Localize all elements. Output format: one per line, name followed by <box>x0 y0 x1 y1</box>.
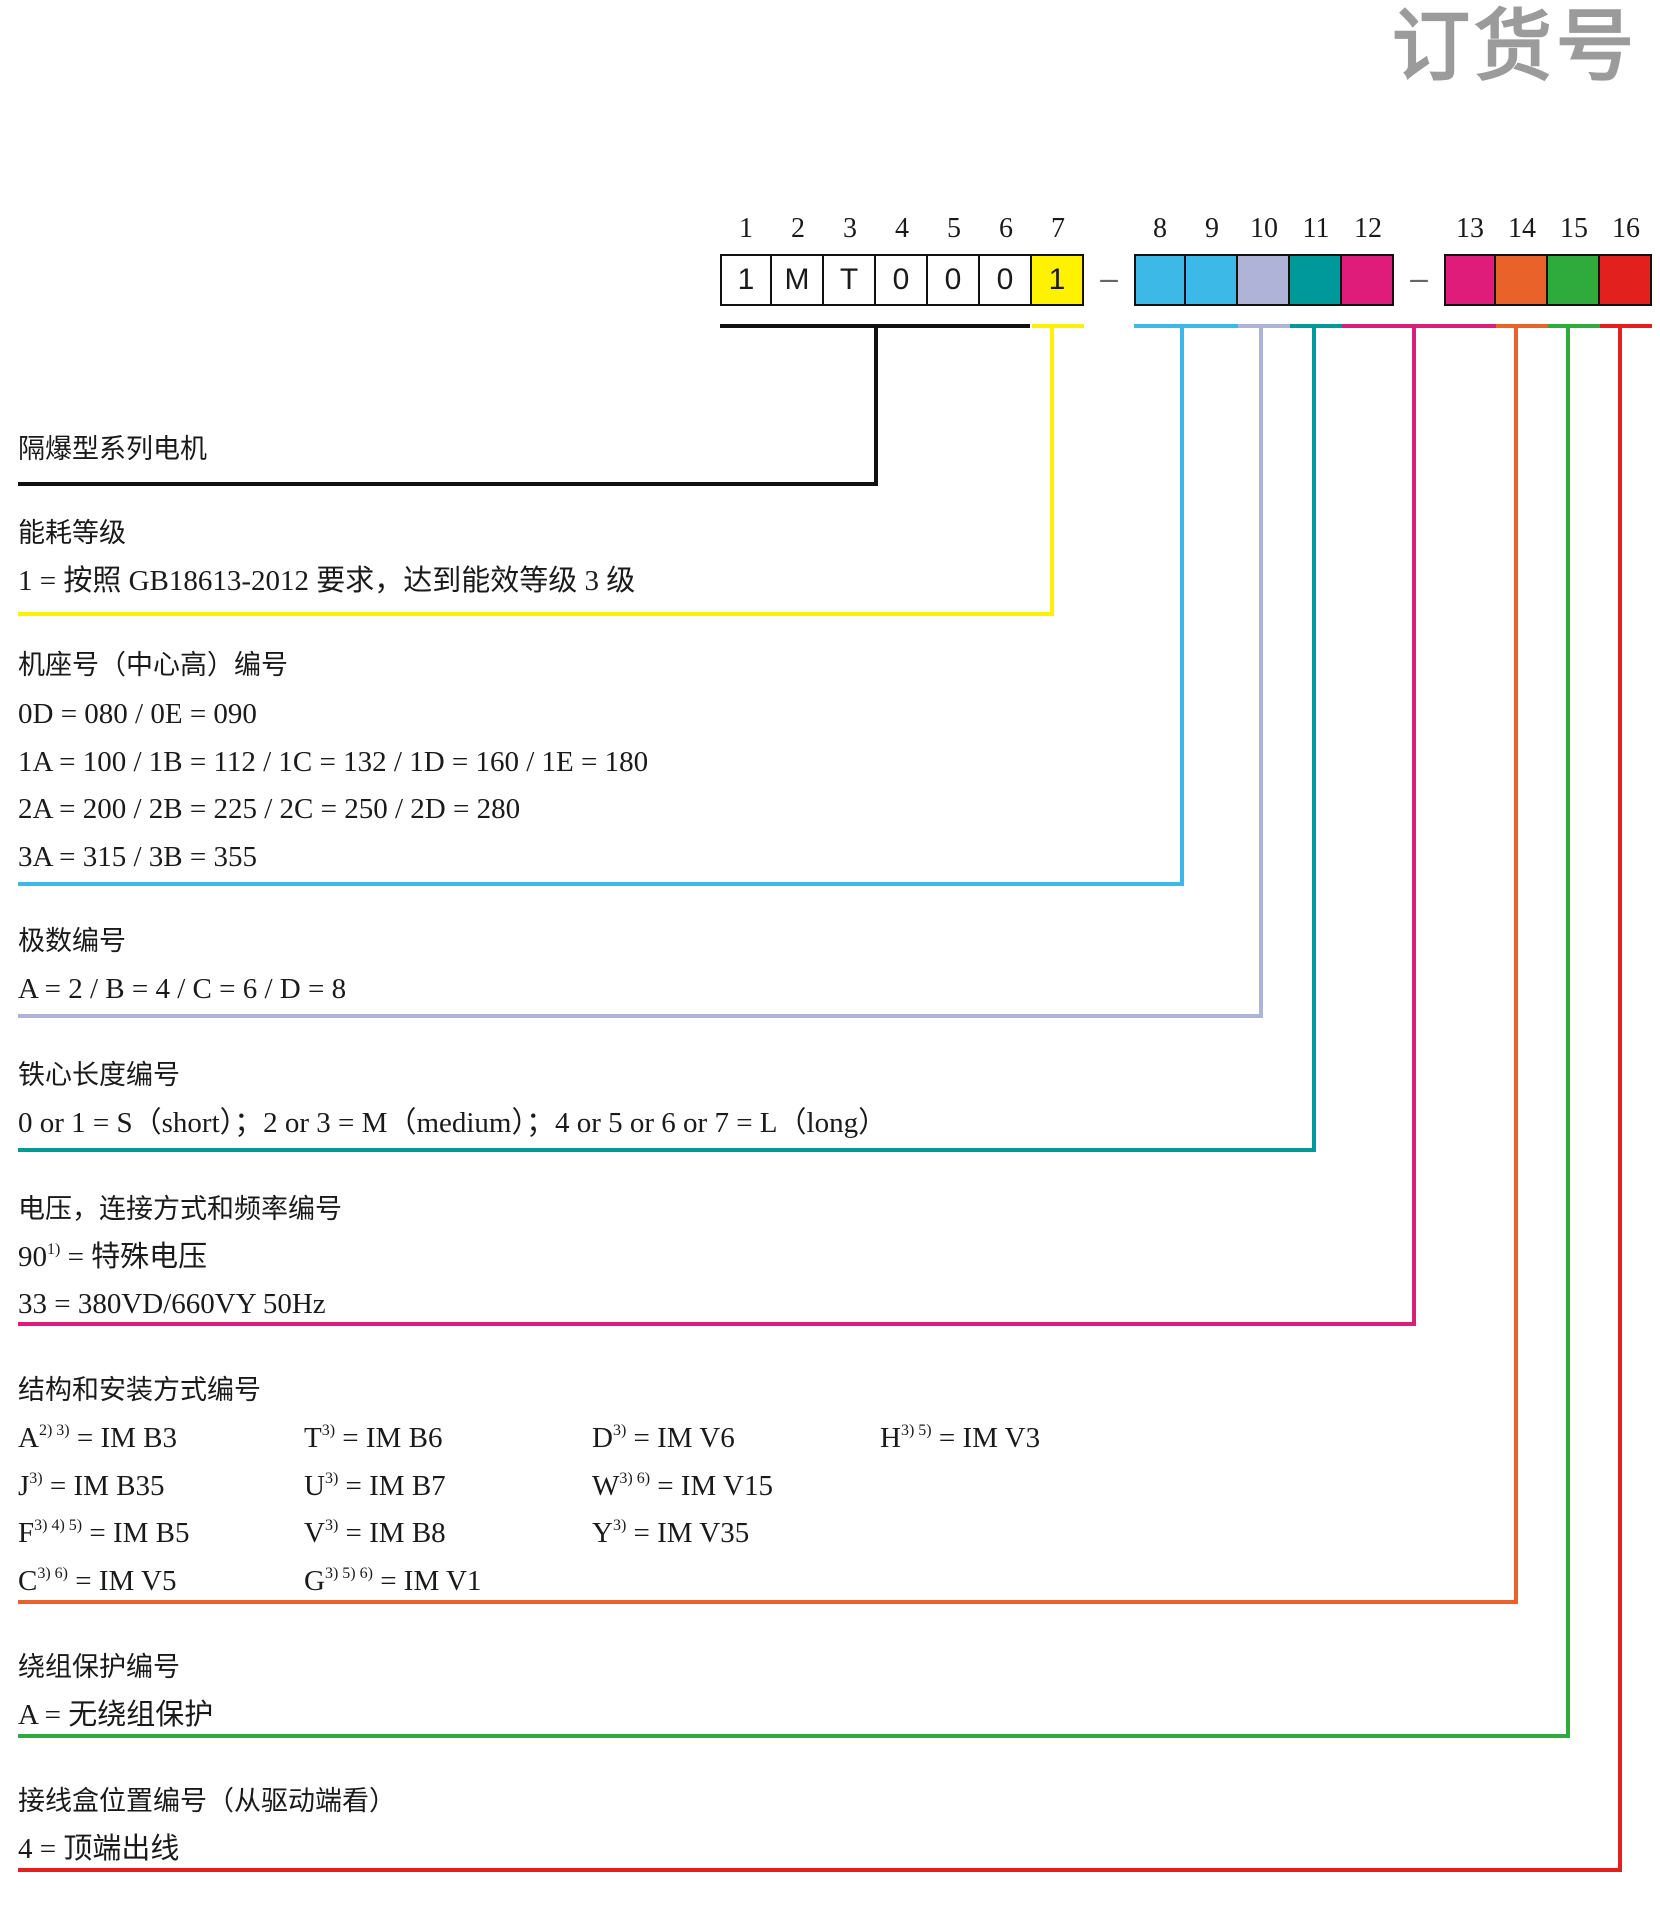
mounting-item: U3) = IM B7 <box>304 1470 446 1502</box>
underline-winding <box>18 1734 1570 1738</box>
position-number: 14 <box>1508 213 1536 244</box>
mounting-item: Y3) = IM V35 <box>592 1517 750 1549</box>
separator-dash: – <box>1410 260 1428 296</box>
mounting-item: F3) 4) 5) = IM B5 <box>18 1517 190 1549</box>
code-cell: M <box>772 254 824 306</box>
leader-mounting <box>1514 324 1518 1604</box>
position-number: 6 <box>999 213 1013 244</box>
bracket-mounting <box>1496 324 1548 328</box>
mounting-item: W3) 6) = IM V15 <box>592 1470 773 1502</box>
energy-heading: 能耗等级 <box>18 518 126 549</box>
code-cell-terminal <box>1600 254 1652 306</box>
underline-voltage <box>18 1322 1416 1326</box>
winding-heading: 绕组保护编号 <box>18 1652 180 1683</box>
position-number: 10 <box>1250 213 1278 244</box>
bracket-energy <box>1032 324 1084 328</box>
code-cell-winding <box>1548 254 1600 306</box>
position-number: 7 <box>1051 213 1065 244</box>
frame-heading: 机座号（中心高）编号 <box>18 650 288 681</box>
underline-mounting <box>18 1600 1518 1604</box>
leader-frame <box>1180 324 1184 886</box>
code-cell: 0 <box>980 254 1032 306</box>
code-cell: 0 <box>928 254 980 306</box>
leader-series <box>874 324 878 486</box>
bracket-frame <box>1134 324 1238 328</box>
mounting-item: H3) 5) = IM V3 <box>880 1422 1041 1454</box>
bracket-core <box>1290 324 1342 328</box>
position-number: 11 <box>1302 213 1330 244</box>
winding-line: A = 无绕组保护 <box>18 1699 214 1731</box>
voltage-code: 90 <box>18 1241 47 1273</box>
code-cell-voltage <box>1342 254 1394 306</box>
footnote-ref: 1) <box>47 1241 61 1258</box>
position-number: 2 <box>791 213 805 244</box>
mounting-item: T3) = IM B6 <box>304 1422 443 1454</box>
leader-core <box>1312 324 1316 1152</box>
code-cell-poles <box>1238 254 1290 306</box>
underline-frame <box>18 882 1184 886</box>
position-number: 12 <box>1354 213 1382 244</box>
underline-terminal <box>18 1868 1622 1872</box>
underline-energy <box>18 612 1054 616</box>
bracket-winding <box>1548 324 1600 328</box>
mounting-item: V3) = IM B8 <box>304 1517 446 1549</box>
mounting-item: D3) = IM V6 <box>592 1422 735 1454</box>
underline-poles <box>18 1014 1263 1018</box>
series-heading: 隔爆型系列电机 <box>18 434 207 465</box>
voltage-line-special: 901) = 特殊电压 <box>18 1239 207 1275</box>
code-cell-energy: 1 <box>1032 254 1084 306</box>
bracket-poles <box>1238 324 1290 328</box>
code-cell-voltage-2 <box>1444 254 1496 306</box>
mounting-item: J3) = IM B35 <box>18 1470 165 1502</box>
separator-dash: – <box>1100 260 1118 296</box>
code-cell-mounting <box>1496 254 1548 306</box>
underline-core <box>18 1148 1316 1152</box>
position-number: 1 <box>739 213 753 244</box>
mounting-item: C3) 6) = IM V5 <box>18 1565 177 1597</box>
leader-winding <box>1566 324 1570 1738</box>
position-number: 8 <box>1153 213 1167 244</box>
core-heading: 铁心长度编号 <box>18 1060 180 1091</box>
mounting-heading: 结构和安装方式编号 <box>18 1375 261 1406</box>
position-number: 4 <box>895 213 909 244</box>
poles-line: A = 2 / B = 4 / C = 6 / D = 8 <box>18 973 347 1005</box>
code-cell-frame-2 <box>1186 254 1238 306</box>
frame-line: 2A = 200 / 2B = 225 / 2C = 250 / 2D = 28… <box>18 793 521 825</box>
voltage-desc: = 特殊电压 <box>60 1241 208 1273</box>
position-number: 13 <box>1456 213 1484 244</box>
position-number: 3 <box>843 213 857 244</box>
page-title: 订货号 <box>1391 2 1638 92</box>
code-cell: T <box>824 254 876 306</box>
energy-line: 1 = 按照 GB18613-2012 要求，达到能效等级 3 级 <box>18 565 636 597</box>
underline-series <box>18 482 878 486</box>
code-cell: 1 <box>720 254 772 306</box>
mounting-item: A2) 3) = IM B3 <box>18 1422 177 1454</box>
position-number: 9 <box>1205 213 1219 244</box>
position-number: 5 <box>947 213 961 244</box>
mounting-item: G3) 5) 6) = IM V1 <box>304 1565 482 1597</box>
code-cell-frame-1 <box>1134 254 1186 306</box>
frame-line: 1A = 100 / 1B = 112 / 1C = 132 / 1D = 16… <box>18 746 649 778</box>
bracket-terminal <box>1600 324 1652 328</box>
code-cell-core <box>1290 254 1342 306</box>
leader-energy <box>1050 324 1054 616</box>
leader-poles <box>1259 324 1263 1018</box>
frame-line: 0D = 080 / 0E = 090 <box>18 698 257 730</box>
terminal-heading: 接线盒位置编号（从驱动端看） <box>18 1786 396 1817</box>
leader-terminal <box>1618 324 1622 1872</box>
voltage-heading: 电压，连接方式和频率编号 <box>18 1194 342 1225</box>
frame-line: 3A = 315 / 3B = 355 <box>18 841 257 873</box>
voltage-line: 33 = 380VD/660VY 50Hz <box>18 1288 326 1320</box>
leader-voltage <box>1412 324 1416 1326</box>
bracket-voltage <box>1342 324 1496 328</box>
core-line: 0 or 1 = S（short）；2 or 3 = M（medium）；4 o… <box>18 1107 888 1139</box>
position-number: 16 <box>1612 213 1640 244</box>
position-number: 15 <box>1560 213 1588 244</box>
poles-heading: 极数编号 <box>18 926 126 957</box>
terminal-line: 4 = 顶端出线 <box>18 1833 180 1865</box>
code-cell: 0 <box>876 254 928 306</box>
